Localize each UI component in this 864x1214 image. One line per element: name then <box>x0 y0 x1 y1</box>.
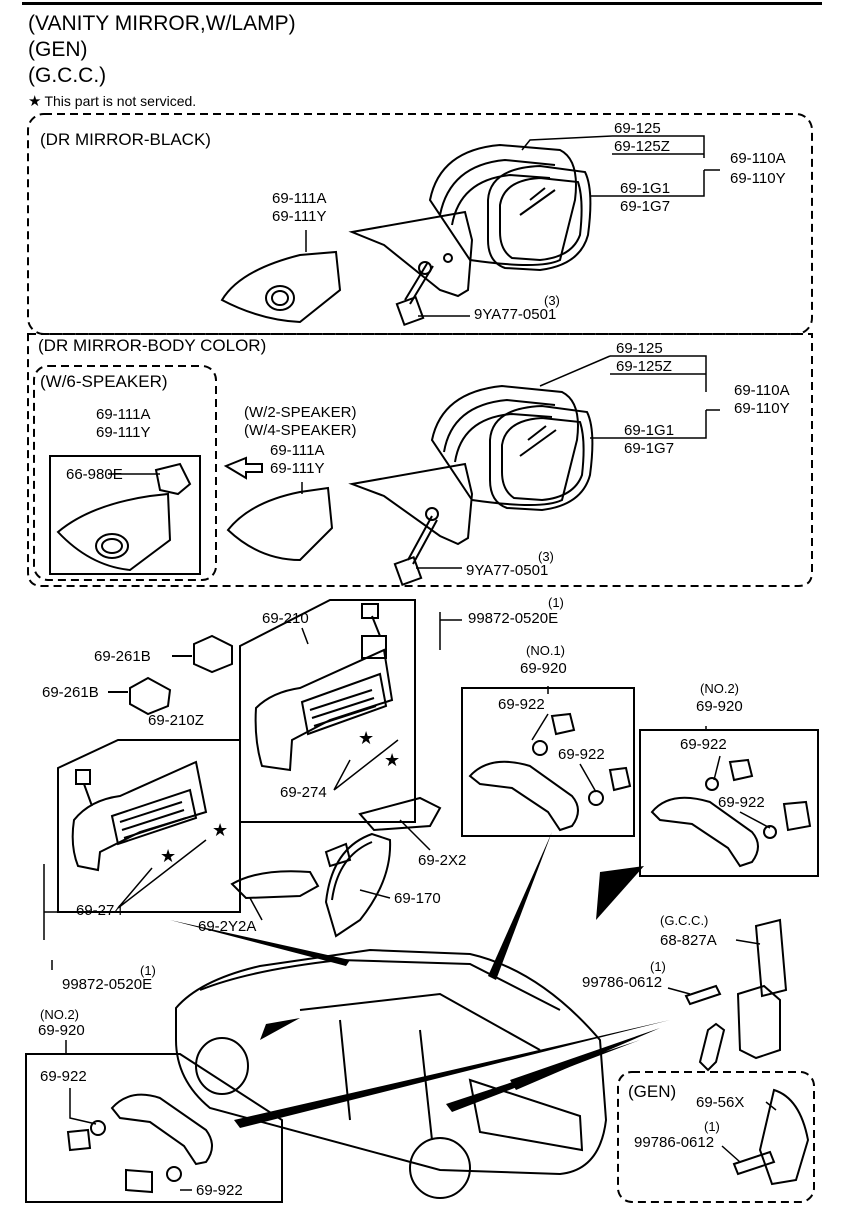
label-qty-1-a: (1) <box>548 595 564 610</box>
box-69-210 <box>239 599 416 823</box>
label-66-980e: 66-980E <box>66 466 123 483</box>
label-qty-3-b: (3) <box>538 549 554 564</box>
label-68-827a: 68-827A <box>660 932 717 949</box>
label-69-922-b: 69-922 <box>558 746 605 763</box>
label-qty-1-d: (1) <box>704 1119 720 1134</box>
door-mirror-body-color-drawing <box>56 384 594 587</box>
label-no2-a: (NO.2) <box>700 681 739 696</box>
title-vanity-mirror: (VANITY MIRROR,W/LAMP) <box>28 12 296 35</box>
label-69-261b-2: 69-261B <box>42 684 99 701</box>
label-69-125-a: 69-125 <box>614 120 661 137</box>
label-69-920-b: 69-920 <box>696 698 743 715</box>
label-69-210: 69-210 <box>262 610 309 627</box>
door-mirror-black-drawing <box>220 143 592 327</box>
label-69-1g7-a: 69-1G7 <box>620 198 671 215</box>
sun-visor-69-210z-drawing <box>71 760 208 872</box>
section-mirror-body-color: (DR MIRROR-BODY COLOR) <box>38 336 267 355</box>
label-69-170: 69-170 <box>394 890 441 907</box>
not-serviced-text: This part is not serviced. <box>44 93 197 109</box>
label-99786-0612-a: 99786-0612 <box>582 974 663 991</box>
label-99872-0520e-b: 99872-0520E <box>62 976 153 993</box>
label-69-274-a: 69-274 <box>280 784 327 801</box>
label-69-56x: 69-56X <box>696 1094 745 1111</box>
label-gcc: (G.C.C.) <box>660 913 709 928</box>
label-69-2x2: 69-2X2 <box>418 852 467 869</box>
label-69-1g1-a: 69-1G1 <box>620 180 671 197</box>
label-99786-0612-b: 99786-0612 <box>634 1134 715 1151</box>
label-69-111y-b: 69-111Y <box>96 424 151 441</box>
star-icon: ★ <box>384 750 400 771</box>
box-69-920-no2-bottom <box>25 1053 283 1203</box>
label-69-111a-c: 69-111A <box>270 442 325 459</box>
label-69-110a-a: 69-110A <box>730 150 786 167</box>
assist-grip-no1-drawing <box>468 712 632 832</box>
label-69-920-c: 69-920 <box>38 1022 85 1039</box>
label-qty-1-b: (1) <box>650 959 666 974</box>
label-69-922-d: 69-922 <box>718 794 765 811</box>
assist-grip-no2-drawing <box>650 758 812 868</box>
assist-grip-no2-bottom-drawing <box>66 1093 213 1194</box>
label-99872-0520e-a: 99872-0520E <box>468 610 559 627</box>
label-w2-speaker: (W/2-SPEAKER) <box>244 404 357 421</box>
label-69-922-a: 69-922 <box>498 696 545 713</box>
label-69-110y-b: 69-110Y <box>734 400 790 417</box>
section-mirror-black: (DR MIRROR-BLACK) <box>40 130 211 149</box>
section-gen: (GEN) <box>628 1082 677 1101</box>
label-69-110y-a: 69-110Y <box>730 170 786 187</box>
frame-gen-grip <box>617 1071 815 1203</box>
label-w4-speaker: (W/4-SPEAKER) <box>244 422 357 439</box>
label-69-1g1-b: 69-1G1 <box>624 422 675 439</box>
car-silhouette-drawing <box>175 948 608 1199</box>
box-66-980e <box>49 455 201 575</box>
label-9ya77-0501-b: 9YA77-0501 <box>466 562 549 579</box>
label-69-2y2a: 69-2Y2A <box>198 918 257 935</box>
label-69-261b-1: 69-261B <box>94 648 151 665</box>
frame-w6-speaker <box>33 365 217 581</box>
label-69-922-f: 69-922 <box>196 1182 243 1199</box>
label-qty-1-c: (1) <box>140 963 156 978</box>
frame-mirror-body-color <box>27 333 813 587</box>
not-serviced-note: ★This part is not serviced. <box>28 92 196 110</box>
label-69-125z-a: 69-125Z <box>614 138 670 155</box>
label-qty-3-a: (3) <box>544 293 560 308</box>
fuel-lid-drawing <box>684 918 810 1186</box>
label-69-210z: 69-210Z <box>148 712 204 729</box>
title-gen: (GEN) <box>28 38 88 61</box>
box-69-920-no2 <box>639 729 819 877</box>
label-69-111a-a: 69-111A <box>272 190 327 207</box>
sweep-strokes <box>170 832 670 1128</box>
label-69-111a-b: 69-111A <box>96 406 151 423</box>
title-gcc: (G.C.C.) <box>28 64 107 87</box>
label-69-1g7-b: 69-1G7 <box>624 440 675 457</box>
label-9ya77-0501-a: 9YA77-0501 <box>474 306 557 323</box>
label-69-920-a: 69-920 <box>520 660 567 677</box>
label-69-111y-a: 69-111Y <box>272 208 327 225</box>
label-69-274-b: 69-274 <box>76 902 123 919</box>
sun-visor-69-210-drawing <box>254 603 394 772</box>
label-no1: (NO.1) <box>526 643 565 658</box>
star-icon: ★ <box>358 728 374 749</box>
leader-lines <box>43 135 777 1191</box>
label-69-110a-b: 69-110A <box>734 382 790 399</box>
box-69-210z <box>57 739 241 913</box>
label-69-922-e: 69-922 <box>40 1068 87 1085</box>
star-icon: ★ <box>28 93 42 110</box>
label-69-111y-c: 69-111Y <box>270 460 325 477</box>
star-icon: ★ <box>160 846 176 867</box>
clip-69-261b-drawing <box>108 634 233 716</box>
star-marks: ★ ★ ★ ★ <box>160 728 400 867</box>
top-rule <box>22 2 822 5</box>
label-69-922-c: 69-922 <box>680 736 727 753</box>
label-69-125z-b: 69-125Z <box>616 358 672 375</box>
interior-mirror-drawing <box>230 796 442 938</box>
label-no2-b: (NO.2) <box>40 1007 79 1022</box>
section-w6-speaker: (W/6-SPEAKER) <box>40 372 168 391</box>
label-69-125-b: 69-125 <box>616 340 663 357</box>
star-icon: ★ <box>212 820 228 841</box>
